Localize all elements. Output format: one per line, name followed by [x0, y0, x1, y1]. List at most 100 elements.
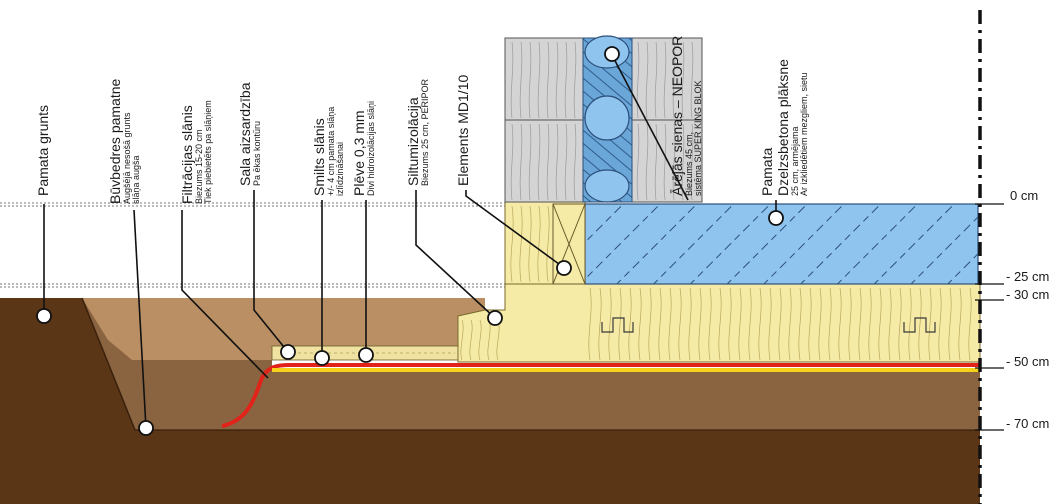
- wall-fibre: [672, 41, 676, 119]
- dot-buvbedres: [138, 420, 154, 436]
- wall-fibre: [546, 41, 550, 119]
- buvbedres-sub2: slāņa augša: [131, 155, 141, 204]
- smilts-sub2: izlīdzināšanai: [335, 142, 345, 196]
- wall-blocks: [504, 35, 703, 203]
- insulation-fibre: [460, 319, 464, 361]
- elements-title: Elements MD1/10: [455, 75, 471, 186]
- insulation-keyways: [601, 317, 936, 333]
- leader-dots: [36, 46, 784, 436]
- insulation-fibre: [598, 287, 602, 361]
- insulation-fibre: [537, 205, 541, 283]
- level-labels: 0 cm - 25 cm - 30 cm - 50 cm - 70 cm: [1006, 188, 1049, 431]
- label-sala: Sala aizsardzība Pa ēkas kontūru: [237, 82, 262, 186]
- insulation-fibre: [718, 287, 722, 361]
- wall-fibre: [537, 41, 541, 119]
- label-pamata-plaksne: Pamata Dzelzsbetona plāksne 25 cm, armēj…: [759, 59, 809, 196]
- insulation-fibre: [748, 287, 752, 361]
- soil-dark-layer: [0, 430, 980, 504]
- smilts-title: Smilts slānis: [311, 118, 327, 196]
- dot-elements: [556, 260, 572, 276]
- insulation-fibre: [888, 287, 892, 361]
- insulation-fibre: [588, 287, 592, 361]
- insulation-fibre: [618, 287, 622, 361]
- insulation-fibre: [510, 205, 514, 283]
- label-siltumizolacija: Siltumizolācija Biezums 25 cm, PERIPOR: [405, 78, 430, 186]
- dot-pleve: [358, 347, 374, 363]
- plaksne-title2: Dzelzsbetona plāksne: [775, 59, 791, 196]
- sala-title: Sala aizsardzība: [237, 82, 253, 186]
- filtracijas-sub2: Tiek piebietēts pa slāņiem: [203, 100, 213, 204]
- wall-fibre: [663, 41, 667, 119]
- insulation-fibre: [528, 205, 532, 283]
- dot-sala: [280, 344, 296, 360]
- insulation-fibre: [768, 287, 772, 361]
- wall-fibre: [654, 41, 658, 119]
- insulation-fibre: [668, 287, 672, 361]
- insulation-fibre: [608, 287, 612, 361]
- label-elements: Elements MD1/10: [455, 75, 471, 186]
- wall-fibre: [510, 123, 514, 201]
- wall-fibre: [636, 41, 640, 119]
- wall-fibre: [537, 123, 541, 201]
- label-filtracijas: Filtrācijas slānis Biezums 15-20 cm Tiek…: [179, 100, 213, 204]
- insulation-fibre: [658, 287, 662, 361]
- wall-texture: [510, 41, 694, 201]
- wall-fibre: [519, 123, 523, 201]
- wall-fibre: [528, 123, 532, 201]
- soil-layers: [0, 297, 980, 504]
- smilts-sub1: +/- 4 cm pamata slāņa: [326, 107, 336, 196]
- wall-fibre: [681, 41, 685, 119]
- insulation-fibre: [828, 287, 832, 361]
- insulation-fibre: [758, 287, 762, 361]
- insulation-texture: [460, 205, 972, 361]
- pleve-title: Plēve 0,3 mm: [351, 110, 367, 196]
- excavation-slope: [81, 297, 136, 431]
- insulation-fibre: [798, 287, 802, 361]
- insulation-fibre: [858, 287, 862, 361]
- membrane-red: [221, 363, 980, 428]
- insulation-fibre: [868, 287, 872, 361]
- insulation-fibre: [918, 287, 922, 361]
- insulation-fibre: [878, 287, 882, 361]
- siltumizolacija-title: Siltumizolācija: [405, 97, 421, 186]
- wall-fibre: [573, 41, 577, 119]
- wall-fibre: [519, 41, 523, 119]
- level-0: 0 cm: [1010, 188, 1038, 203]
- label-smilts: Smilts slānis +/- 4 cm pamata slāņa izlī…: [311, 107, 345, 196]
- leader-siltumizolacija: [415, 190, 496, 319]
- plaksne-sub1: 25 cm, armējama: [790, 126, 800, 196]
- siltumizolacija-sub1: Biezums 25 cm, PERIPOR: [420, 78, 430, 186]
- insulation-fibre: [788, 287, 792, 361]
- insulation-fibre: [638, 287, 642, 361]
- dot-pamata-grunts: [36, 308, 52, 324]
- arejas-sub2: sistēma SUPER KING BLOK: [693, 80, 703, 196]
- level-70: - 70 cm: [1006, 416, 1049, 431]
- pamata-grunts-title: Pamata grunts: [35, 105, 51, 196]
- insulation-fibre: [938, 287, 942, 361]
- label-pamata-grunts: Pamata grunts: [35, 105, 51, 196]
- filtracijas-title: Filtrācijas slānis: [179, 105, 195, 204]
- buvbedres-sub1: Augšējā nesošā grunts: [122, 112, 132, 204]
- insulation-fibre: [698, 287, 702, 361]
- wall-fibre: [672, 123, 676, 201]
- level-lines: [0, 202, 505, 288]
- insulation-fibre: [469, 319, 473, 361]
- wall-fibre: [663, 123, 667, 201]
- insulation-fibre: [928, 287, 932, 361]
- wall-core-hole-3: [584, 169, 630, 203]
- level-30: - 30 cm: [1006, 287, 1049, 302]
- insulation-fibre: [908, 287, 912, 361]
- hydro-membrane: [221, 363, 980, 428]
- insulation-fibre: [678, 287, 682, 361]
- plaksne-title: Pamata: [759, 148, 775, 196]
- level-50: - 50 cm: [1006, 354, 1049, 369]
- insulation-fibre: [808, 287, 812, 361]
- insulation-fibre: [708, 287, 712, 361]
- insulation-fibre: [728, 287, 732, 361]
- level-25: - 25 cm: [1006, 269, 1049, 284]
- label-buvbedres: Būvbedres pamatne Augšējā nesošā grunts …: [107, 78, 141, 204]
- insulation-fibre: [778, 287, 782, 361]
- soil-natural-ground: [0, 298, 135, 430]
- arejas-title: Ārējās sienas – NEOPOR: [669, 36, 685, 196]
